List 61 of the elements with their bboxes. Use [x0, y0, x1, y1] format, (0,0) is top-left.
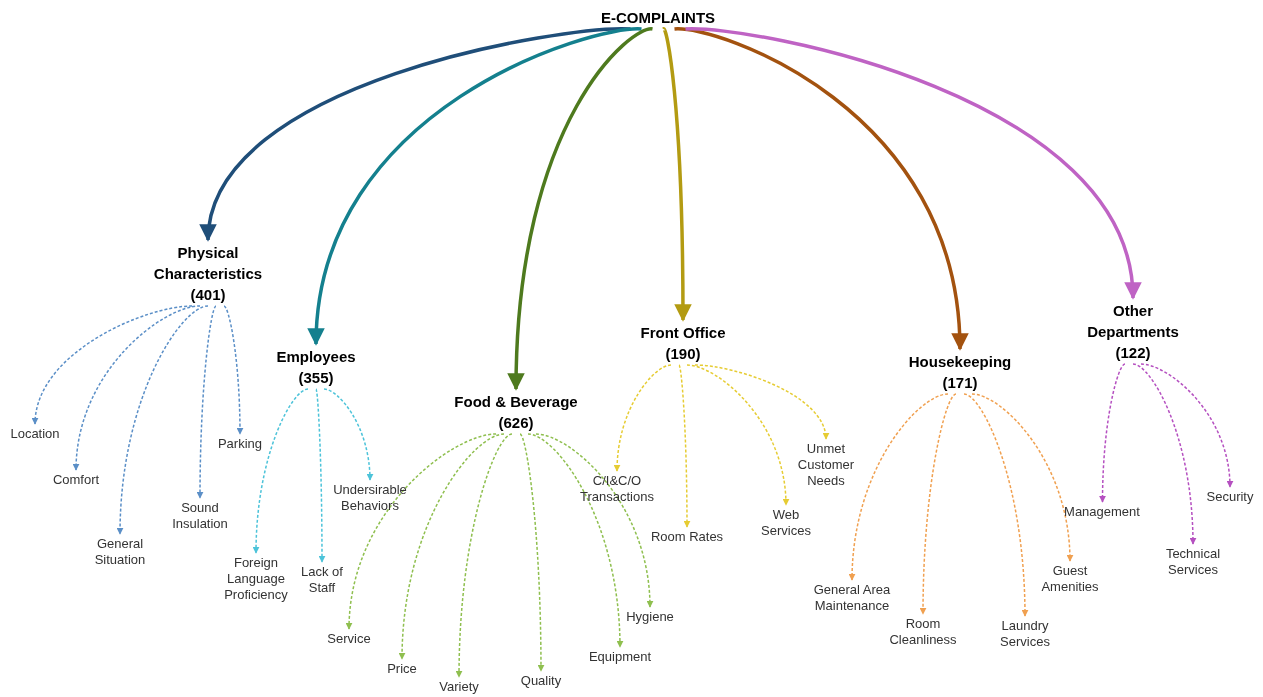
arrow — [662, 28, 692, 322]
arrow — [252, 388, 309, 554]
subcategory-label: Hygiene — [615, 609, 685, 625]
arrow — [674, 27, 968, 351]
subcategory-label: Room Rates — [642, 529, 732, 545]
category-heading: Front Office (190) — [628, 322, 738, 364]
arrow — [1132, 363, 1197, 545]
category-heading: Other Departments (122) — [1068, 300, 1198, 363]
arrow — [345, 433, 497, 630]
subcategory-label: Room Cleanliness — [883, 616, 963, 648]
subcategory-label: Guest Amenities — [1035, 563, 1105, 595]
root-title: E-COMPLAINTS — [583, 8, 733, 28]
arrow — [323, 388, 374, 481]
arrow — [32, 305, 193, 425]
arrow — [315, 388, 326, 563]
category-heading: Housekeeping (171) — [900, 351, 1020, 393]
arrow — [848, 393, 949, 581]
arrow — [685, 27, 1140, 300]
subcategory-label: Quality — [511, 673, 571, 689]
arrow — [507, 27, 653, 391]
arrow — [519, 433, 545, 672]
arrow — [455, 433, 513, 678]
category-heading: Physical Characteristics (401) — [138, 242, 278, 305]
subcategory-label: Variety — [429, 679, 489, 695]
arrow — [971, 393, 1074, 562]
arrow — [613, 364, 672, 472]
subcategory-label: Security — [1195, 489, 1263, 505]
arrow — [116, 305, 209, 535]
subcategory-label: Parking — [210, 436, 270, 452]
subcategory-label: General Area Maintenance — [797, 582, 907, 614]
arrow — [535, 433, 654, 608]
arrow — [72, 305, 201, 471]
subcategory-label: Technical Services — [1148, 546, 1238, 578]
subcategory-label: Undersirable Behaviors — [325, 482, 415, 514]
subcategory-label: Comfort — [43, 472, 109, 488]
arrow — [1140, 363, 1234, 488]
arrow — [963, 393, 1029, 617]
arrow — [694, 364, 829, 440]
subcategory-label: Equipment — [580, 649, 660, 665]
arrow — [202, 27, 631, 242]
arrow — [678, 364, 691, 528]
category-heading: Food & Beverage (626) — [441, 391, 591, 433]
subcategory-label: Unmet Customer Needs — [786, 441, 866, 489]
arrow — [686, 364, 790, 506]
subcategory-label: Web Services — [751, 507, 821, 539]
subcategory-label: Service — [319, 631, 379, 647]
arrow — [196, 305, 217, 499]
arrow — [527, 433, 624, 648]
arrow — [1099, 363, 1126, 503]
arrow — [223, 305, 244, 435]
arrow — [398, 433, 505, 660]
subcategory-label: Management — [1054, 504, 1150, 520]
subcategory-label: Sound Insulation — [162, 500, 238, 532]
arrow — [919, 393, 957, 615]
arrow — [308, 27, 642, 346]
subcategory-label: Price — [377, 661, 427, 677]
subcategory-label: Location — [2, 426, 68, 442]
subcategory-label: C/I&C/O Transactions — [572, 473, 662, 505]
category-heading: Employees (355) — [266, 346, 366, 388]
subcategory-label: Laundry Services — [990, 618, 1060, 650]
subcategory-label: General Situation — [82, 536, 158, 568]
